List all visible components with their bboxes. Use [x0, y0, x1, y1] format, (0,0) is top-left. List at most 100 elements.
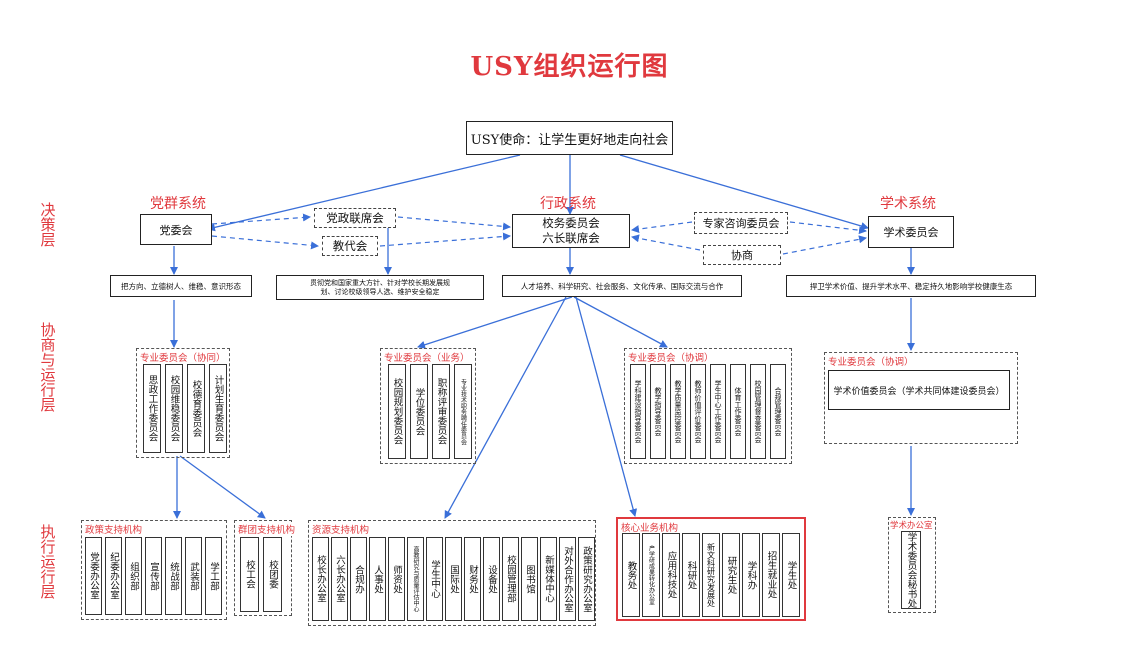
policy-support-group: 政策支持机构 — [81, 520, 227, 620]
resource-items: 校长办公室 六长办公室 合规办 人事处 师资处 高教研究与质量评估中心 学生中心… — [312, 537, 595, 621]
mission-box: USY使命：让学生更好地走向社会 — [466, 121, 673, 155]
system-label-academic: 学术系统 — [880, 196, 936, 212]
system-label-party: 党群系统 — [150, 196, 206, 212]
policy-item: 学工部 — [205, 537, 222, 615]
party-coord-items: 思政工作委员会 校园维稳委员会 校德育委员会 计划生育委员会 — [143, 364, 227, 453]
admin-committee-line1: 校务委员会 — [542, 216, 600, 230]
resource-item-text: 师资处 — [391, 564, 402, 594]
resource-item-text: 校长办公室 — [315, 555, 326, 603]
layer-label-coordination: 协商与运行层 — [35, 322, 59, 419]
admin-coord-item-text: 合规管理委员会 — [774, 387, 782, 436]
party-mission-box: 把方向、立德树人、维稳、意识形态 — [110, 275, 252, 297]
academic-coord-group-label: 专业委员会（协调） — [828, 354, 914, 368]
resource-item-text: 高教研究与质量评估中心 — [412, 546, 419, 612]
academic-coord-committee-group: 专业委员会（协调） — [824, 352, 1018, 444]
admin-mission-box: 人才培养、科学研究、社会服务、文化传承、国际交流与合作 — [502, 275, 742, 297]
resource-item: 新媒体中心 — [540, 537, 557, 621]
page-title: USY组织运行图 — [470, 52, 669, 82]
layer-label-decision-text: 决策层 — [38, 202, 57, 247]
policy-group-label: 政策支持机构 — [85, 522, 143, 536]
policy-item-text: 组织部 — [128, 561, 139, 591]
business-committee-group: 专业委员会（业务） — [380, 348, 476, 464]
policy-items: 党委办公室 纪委办公室 组织部 宣传部 统战部 武装部 学工部 — [85, 537, 222, 615]
core-item: 产学研成果转化办公室 — [642, 533, 660, 617]
party-coord-item-text: 思政工作委员会 — [146, 375, 158, 442]
resource-item: 师资处 — [388, 537, 405, 621]
policy-item-text: 学工部 — [208, 561, 219, 591]
core-item-text: 新文科研究发展处 — [706, 543, 716, 607]
core-item: 学科办 — [742, 533, 760, 617]
core-group-label: 核心业务机构 — [621, 520, 679, 534]
policy-item: 宣传部 — [145, 537, 162, 615]
resource-item: 六长办公室 — [331, 537, 348, 621]
system-label-admin: 行政系统 — [540, 196, 596, 212]
admin-coord-item-text: 体育工作委员会 — [734, 387, 742, 436]
party-coord-item: 校园维稳委员会 — [165, 364, 183, 453]
policy-item-text: 统战部 — [168, 561, 179, 591]
mass-item-text: 校工会 — [244, 560, 255, 589]
policy-item-text: 武装部 — [188, 561, 199, 591]
admin-coord-item: 合规管理委员会 — [770, 364, 786, 459]
resource-item: 财务处 — [464, 537, 481, 621]
business-item-text: 校园规划委员会 — [391, 378, 403, 445]
policy-item-text: 宣传部 — [148, 561, 159, 591]
core-item-text: 产学研成果转化办公室 — [647, 545, 655, 605]
core-item-text: 科研处 — [685, 560, 697, 590]
joint-mission-line2: 划、讨论校级领导人选、维护安全稳定 — [320, 287, 440, 296]
layer-label-decision: 决策层 — [35, 202, 59, 254]
academic-office-item-text: 学术委员会秘书处 — [905, 532, 917, 608]
layer-label-coordination-text: 协商与运行层 — [38, 322, 57, 412]
mass-items: 校工会 校团委 — [240, 537, 282, 612]
resource-item: 学生中心 — [426, 537, 443, 621]
core-item: 教务处 — [622, 533, 640, 617]
core-item: 学生处 — [782, 533, 800, 617]
admin-coord-items: 学科建设指导委员会 教学指导委员会 教学质量监控委员会 教师价值评价委员会 学生… — [630, 364, 786, 459]
core-item: 科研处 — [682, 533, 700, 617]
resource-item: 对外合作办公室 — [559, 537, 576, 621]
academic-mission-box: 捍卫学术价值、提升学术水平、稳定持久地影响学校健康生态 — [786, 275, 1036, 297]
admin-coord-item: 学生中心工作委员会 — [710, 364, 726, 459]
policy-item-text: 党委办公室 — [88, 552, 99, 600]
core-item-text: 教务处 — [625, 560, 637, 590]
admin-coord-group-label: 专业委员会（协调） — [628, 350, 714, 364]
core-item-text: 学科办 — [745, 560, 757, 590]
party-coord-item: 思政工作委员会 — [143, 364, 161, 453]
party-coord-item-text: 校园维稳委员会 — [168, 375, 180, 442]
joint-mission-box: 贯彻党和国家重大方针、针对学校长期发展规 划、讨论校级领导人选、维护安全稳定 — [276, 275, 484, 300]
party-committee-box: 党委会 — [140, 214, 212, 245]
admin-committee-line2: 六长联席会 — [542, 231, 600, 245]
resource-item: 校长办公室 — [312, 537, 329, 621]
business-item: 学位委员会 — [410, 364, 428, 459]
business-item: 校园规划委员会 — [388, 364, 406, 459]
core-item: 研究生处 — [722, 533, 740, 617]
admin-coord-committee-group: 专业委员会（协调） — [624, 348, 792, 464]
business-item: 职称评审委员会 — [432, 364, 450, 459]
academic-value-committee-box: 学术价值委员会（学术共同体建设委员会） — [828, 370, 1010, 410]
party-coord-item: 校德育委员会 — [187, 364, 205, 453]
resource-item-text: 人事处 — [372, 564, 383, 594]
resource-item: 图书馆 — [521, 537, 538, 621]
party-coord-item-text: 计划生育委员会 — [212, 375, 224, 442]
resource-item-text: 六长办公室 — [334, 555, 345, 603]
admin-coord-item: 教学指导委员会 — [650, 364, 666, 459]
business-item: 专业技术职务聘任委员会 — [454, 364, 472, 459]
mass-item-text: 校团委 — [267, 560, 278, 589]
business-item-text: 专业技术职务聘任委员会 — [459, 378, 467, 445]
mass-group-label: 群团支持机构 — [238, 522, 296, 536]
policy-item: 统战部 — [165, 537, 182, 615]
business-item-text: 学位委员会 — [413, 387, 425, 436]
party-coord-group-label: 专业委员会（协同） — [140, 350, 226, 364]
academic-office-item: 学术委员会秘书处 — [901, 531, 921, 609]
core-item-text: 研究生处 — [725, 556, 737, 594]
admin-coord-item-text: 学生中心工作委员会 — [714, 380, 722, 443]
resource-support-group: 资源支持机构 — [308, 520, 596, 626]
core-items: 教务处 产学研成果转化办公室 应用科技处 科研处 新文科研究发展处 研究生处 学… — [622, 533, 800, 617]
core-item-text: 学生处 — [785, 560, 797, 590]
core-item-text: 招生就业处 — [765, 551, 777, 599]
resource-group-label: 资源支持机构 — [312, 522, 370, 536]
resource-item: 国际处 — [445, 537, 462, 621]
admin-coord-item-text: 教学质量监控委员会 — [674, 380, 682, 443]
academic-office-group: 学术办公室 — [888, 517, 936, 613]
resource-item-text: 对外合作办公室 — [562, 545, 573, 613]
resource-item: 人事处 — [369, 537, 386, 621]
